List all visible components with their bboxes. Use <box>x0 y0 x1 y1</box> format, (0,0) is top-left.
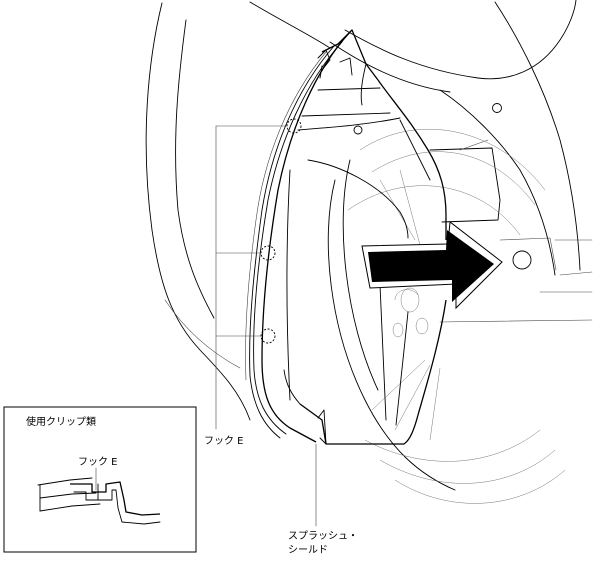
splash-shield-label-line1: スプラッシュ・ <box>288 530 358 542</box>
clip-markers <box>260 118 302 344</box>
hook-e-label: フック E <box>204 435 244 447</box>
splash-shield-label-line2: シールド <box>288 545 328 556</box>
splash-shield <box>245 29 447 445</box>
inset-title: 使用クリップ類 <box>26 415 96 428</box>
clip-inset: 使用クリップ類 フック E <box>3 406 197 553</box>
arrow-right-icon <box>361 221 503 310</box>
inset-hook-label: フック E <box>78 456 118 468</box>
vehicle-body <box>145 0 593 421</box>
leader-lines <box>215 125 317 527</box>
wheel <box>327 129 566 504</box>
